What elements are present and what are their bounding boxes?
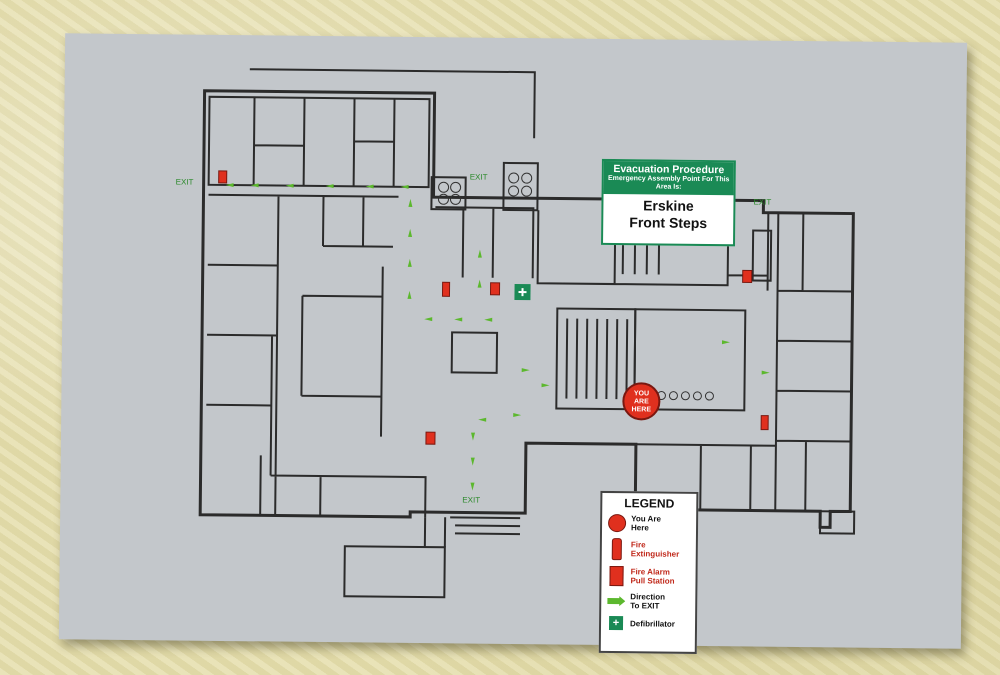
direction-arrow-icon [607, 596, 626, 607]
you-are-here-icon [608, 514, 627, 533]
defibrillator-icon: + [608, 616, 624, 631]
assembly-point-line2: Front Steps [629, 214, 708, 232]
evacuation-procedure-box: Evacuation Procedure Emergency Assembly … [601, 158, 736, 247]
legend-title: LEGEND [624, 496, 675, 511]
assembly-point-line1: Erskine [643, 197, 694, 214]
exit-label-east: EXIT [753, 197, 772, 207]
exit-label-north: EXIT [469, 172, 488, 182]
fire-alarm-icon [609, 566, 624, 587]
evacuation-sign: Evacuation Procedure Emergency Assembly … [58, 33, 968, 654]
legend-item-defibrillator: + Defibrillator [605, 616, 691, 631]
floor-plan [198, 68, 856, 599]
exit-label-west: EXIT [175, 177, 194, 187]
you-are-here-marker: YOU ARE HERE [622, 382, 661, 421]
fire-extinguisher-icon [611, 538, 622, 561]
exit-label-south: EXIT [462, 495, 481, 505]
evacuation-subtitle: Emergency Assembly Point For This Area I… [607, 174, 730, 191]
